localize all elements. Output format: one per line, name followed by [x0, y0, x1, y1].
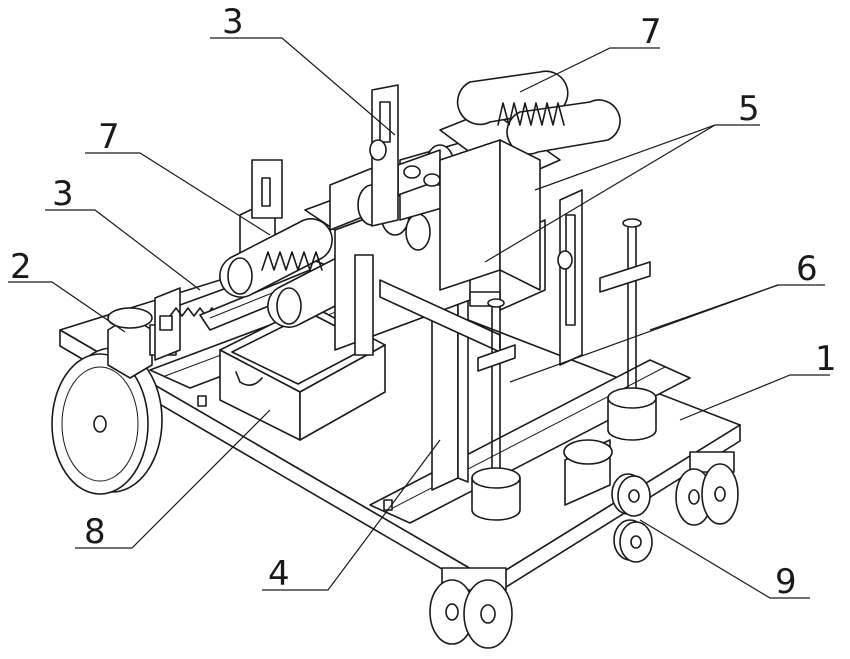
callout-2: 2 [10, 247, 32, 287]
callout-1: 1 [815, 339, 837, 379]
callout-4: 4 [268, 554, 290, 594]
slotted-guide-bracket-top [370, 85, 398, 226]
callout-6: 6 [796, 249, 818, 289]
callout-5: 5 [738, 89, 760, 129]
callout-9: 9 [775, 562, 797, 602]
leader-3-left [45, 210, 200, 290]
leader-6a [650, 285, 825, 330]
leader-3-top [210, 38, 395, 135]
caster-wheel-front [430, 568, 512, 648]
callout-7-left: 7 [98, 117, 120, 157]
callout-8: 8 [84, 512, 106, 552]
callout-3-left: 3 [52, 174, 74, 214]
spring-roller-assembly-right [440, 71, 620, 290]
callout-7-right: 7 [640, 12, 662, 52]
drive-wheel [52, 348, 162, 494]
callout-3-top: 3 [222, 2, 244, 42]
